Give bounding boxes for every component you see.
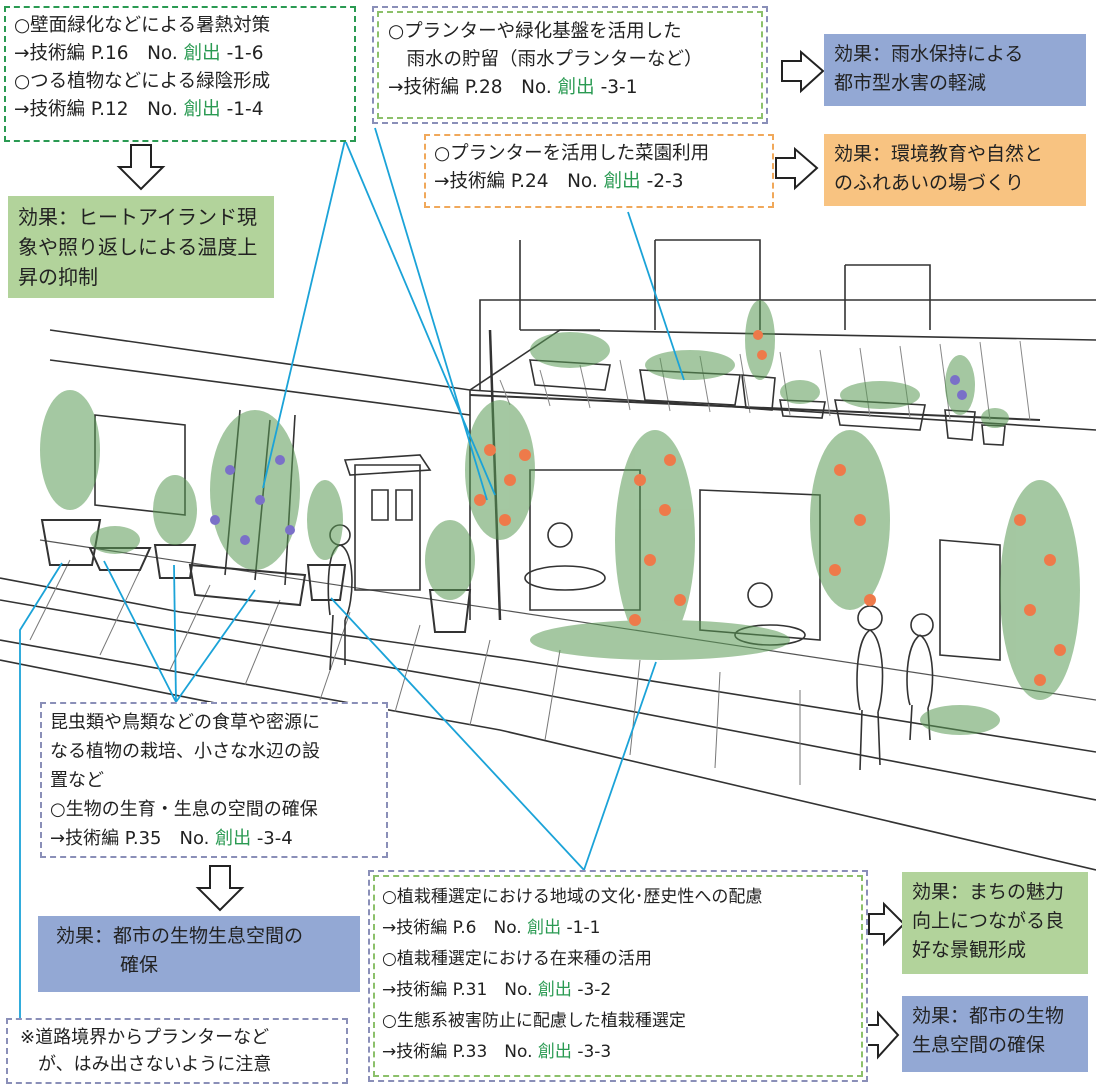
line-text: ○つる植物などによる緑陰形成 bbox=[14, 71, 271, 92]
reference-number: -2-3 bbox=[640, 171, 684, 192]
reference-number: -3-2 bbox=[571, 980, 612, 1000]
biodiversity-measures-box: 昆虫類や鳥類などの食草や密源に なる植物の栽培、小さな水辺の設 置など ○生物の… bbox=[40, 702, 388, 858]
heat-island-effect-box: 効果：ヒートアイランド現象や照り返しによる温度上昇の抑制 bbox=[8, 196, 274, 298]
note-text: ※道路境界からプランターなど bbox=[20, 1027, 270, 1048]
effect-text: 効果：まちの魅力 bbox=[912, 881, 1065, 903]
reference-category: 創出 bbox=[183, 99, 221, 120]
reference-category: 創出 bbox=[183, 43, 221, 64]
measure-line: ○プランターや緑化基盤を活用した bbox=[388, 18, 752, 46]
reference-line: →技術編 P.6 No. 創出 -1-1 bbox=[382, 913, 854, 944]
reference-text: →技術編 P.33 No. bbox=[382, 1042, 538, 1062]
measure-line: 雨水の貯留（雨水プランターなど） bbox=[388, 46, 752, 74]
effect-text: 効果：雨水保持による bbox=[834, 43, 1024, 65]
effect-text: 効果：都市の生物 bbox=[912, 1005, 1065, 1027]
reference-text: →技術編 P.16 No. bbox=[14, 43, 184, 64]
top-left-measures-box: ○壁面緑化などによる暑熱対策 →技術編 P.16 No. 創出 -1-6 ○つる… bbox=[4, 6, 356, 142]
planting-selection-box: ○植栽種選定における地域の文化･歴史性への配慮 →技術編 P.6 No. 創出 … bbox=[368, 870, 868, 1082]
reference-line: →技術編 P.35 No. 創出 -3-4 bbox=[50, 824, 378, 853]
reference-number: -3-3 bbox=[571, 1042, 612, 1062]
line-text: ○生態系被害防止に配慮した植栽種選定 bbox=[382, 1011, 686, 1031]
effect-text: 都市型水害の軽減 bbox=[834, 72, 987, 94]
effect-text: 効果：環境教育や自然と bbox=[834, 143, 1044, 165]
reference-text: →技術編 P.28 No. bbox=[388, 77, 558, 98]
reference-number: -1-6 bbox=[220, 43, 264, 64]
reference-line: →技術編 P.12 No. 創出 -1-4 bbox=[14, 96, 346, 124]
line-text: ○プランターや緑化基盤を活用した bbox=[388, 21, 682, 42]
reference-text: →技術編 P.31 No. bbox=[382, 980, 538, 1000]
line-text: ○プランターを活用した菜園利用 bbox=[434, 143, 710, 164]
measure-line: ○生物の生育・生息の空間の確保 bbox=[50, 795, 378, 824]
reference-text: →技術編 P.12 No. bbox=[14, 99, 184, 120]
rainwater-planter-box: ○プランターや緑化基盤を活用した 雨水の貯留（雨水プランターなど） →技術編 P… bbox=[372, 6, 768, 124]
line-text: ○植栽種選定における在来種の活用 bbox=[382, 949, 652, 969]
environmental-education-effect-box: 効果：環境教育や自然と のふれあいの場づくり bbox=[824, 134, 1086, 206]
line-text: 昆虫類や鳥類などの食草や密源に bbox=[50, 712, 320, 733]
reference-line: →技術編 P.33 No. 創出 -3-3 bbox=[382, 1037, 854, 1068]
note-text: が、はみ出さないように注意 bbox=[38, 1054, 272, 1075]
measure-line: ○植栽種選定における在来種の活用 bbox=[382, 944, 854, 975]
vegetable-garden-box: ○プランターを活用した菜園利用 →技術編 P.24 No. 創出 -2-3 bbox=[424, 134, 774, 208]
line-text: 雨水の貯留（雨水プランターなど） bbox=[388, 49, 703, 70]
reference-text: →技術編 P.35 No. bbox=[50, 828, 216, 849]
reference-number: -3-1 bbox=[594, 77, 638, 98]
measure-line: ○つる植物などによる緑陰形成 bbox=[14, 68, 346, 96]
flood-mitigation-effect-box: 効果：雨水保持による 都市型水害の軽減 bbox=[824, 34, 1086, 106]
reference-text: →技術編 P.24 No. bbox=[434, 171, 604, 192]
effect-text: のふれあいの場づくり bbox=[834, 172, 1025, 194]
reference-category: 創出 bbox=[537, 1042, 572, 1062]
measure-line: ○壁面緑化などによる暑熱対策 bbox=[14, 12, 346, 40]
effect-text: 向上につながる良 bbox=[912, 910, 1065, 932]
reference-line: →技術編 P.24 No. 創出 -2-3 bbox=[434, 168, 764, 196]
measure-line: ○プランターを活用した菜園利用 bbox=[434, 140, 764, 168]
effect-text: 効果：ヒートアイランド現象や照り返しによる温度上昇の抑制 bbox=[18, 205, 258, 289]
reference-line: →技術編 P.16 No. 創出 -1-6 bbox=[14, 40, 346, 68]
reference-category: 創出 bbox=[557, 77, 595, 98]
effect-text: 生息空間の確保 bbox=[912, 1034, 1046, 1056]
reference-category: 創出 bbox=[537, 980, 572, 1000]
reference-number: -1-1 bbox=[561, 918, 601, 938]
line-text: なる植物の栽培、小さな水辺の設 bbox=[50, 741, 320, 762]
effect-text: 効果：都市の生物生息空間の bbox=[56, 925, 304, 947]
reference-line: →技術編 P.31 No. 創出 -3-2 bbox=[382, 975, 854, 1006]
measure-line: なる植物の栽培、小さな水辺の設 bbox=[50, 737, 378, 766]
reference-category: 創出 bbox=[603, 171, 641, 192]
reference-text: →技術編 P.6 No. bbox=[382, 918, 528, 938]
measure-line: 昆虫類や鳥類などの食草や密源に bbox=[50, 708, 378, 737]
reference-number: -3-4 bbox=[251, 828, 293, 849]
line-text: ○壁面緑化などによる暑熱対策 bbox=[14, 15, 271, 36]
reference-number: -1-4 bbox=[220, 99, 264, 120]
effect-text: 好な景観形成 bbox=[912, 939, 1027, 961]
line-text: 置など bbox=[50, 770, 104, 791]
habitat-effect-box: 効果：都市の生物生息空間の 確保 bbox=[38, 916, 360, 992]
measure-line: 置など bbox=[50, 766, 378, 795]
road-boundary-note-box: ※道路境界からプランターなど が、はみ出さないように注意 bbox=[6, 1018, 348, 1084]
line-text: ○生物の生育・生息の空間の確保 bbox=[50, 799, 318, 820]
reference-category: 創出 bbox=[527, 918, 562, 938]
line-text: ○植栽種選定における地域の文化･歴史性への配慮 bbox=[382, 887, 763, 907]
reference-line: →技術編 P.28 No. 創出 -3-1 bbox=[388, 74, 752, 102]
reference-category: 創出 bbox=[215, 828, 252, 849]
measure-line: ○生態系被害防止に配慮した植栽種選定 bbox=[382, 1006, 854, 1037]
measure-line: ○植栽種選定における地域の文化･歴史性への配慮 bbox=[382, 882, 854, 913]
urban-habitat-effect-box: 効果：都市の生物 生息空間の確保 bbox=[902, 996, 1088, 1072]
landscape-effect-box: 効果：まちの魅力 向上につながる良 好な景観形成 bbox=[902, 872, 1088, 974]
effect-text: 確保 bbox=[120, 954, 159, 976]
